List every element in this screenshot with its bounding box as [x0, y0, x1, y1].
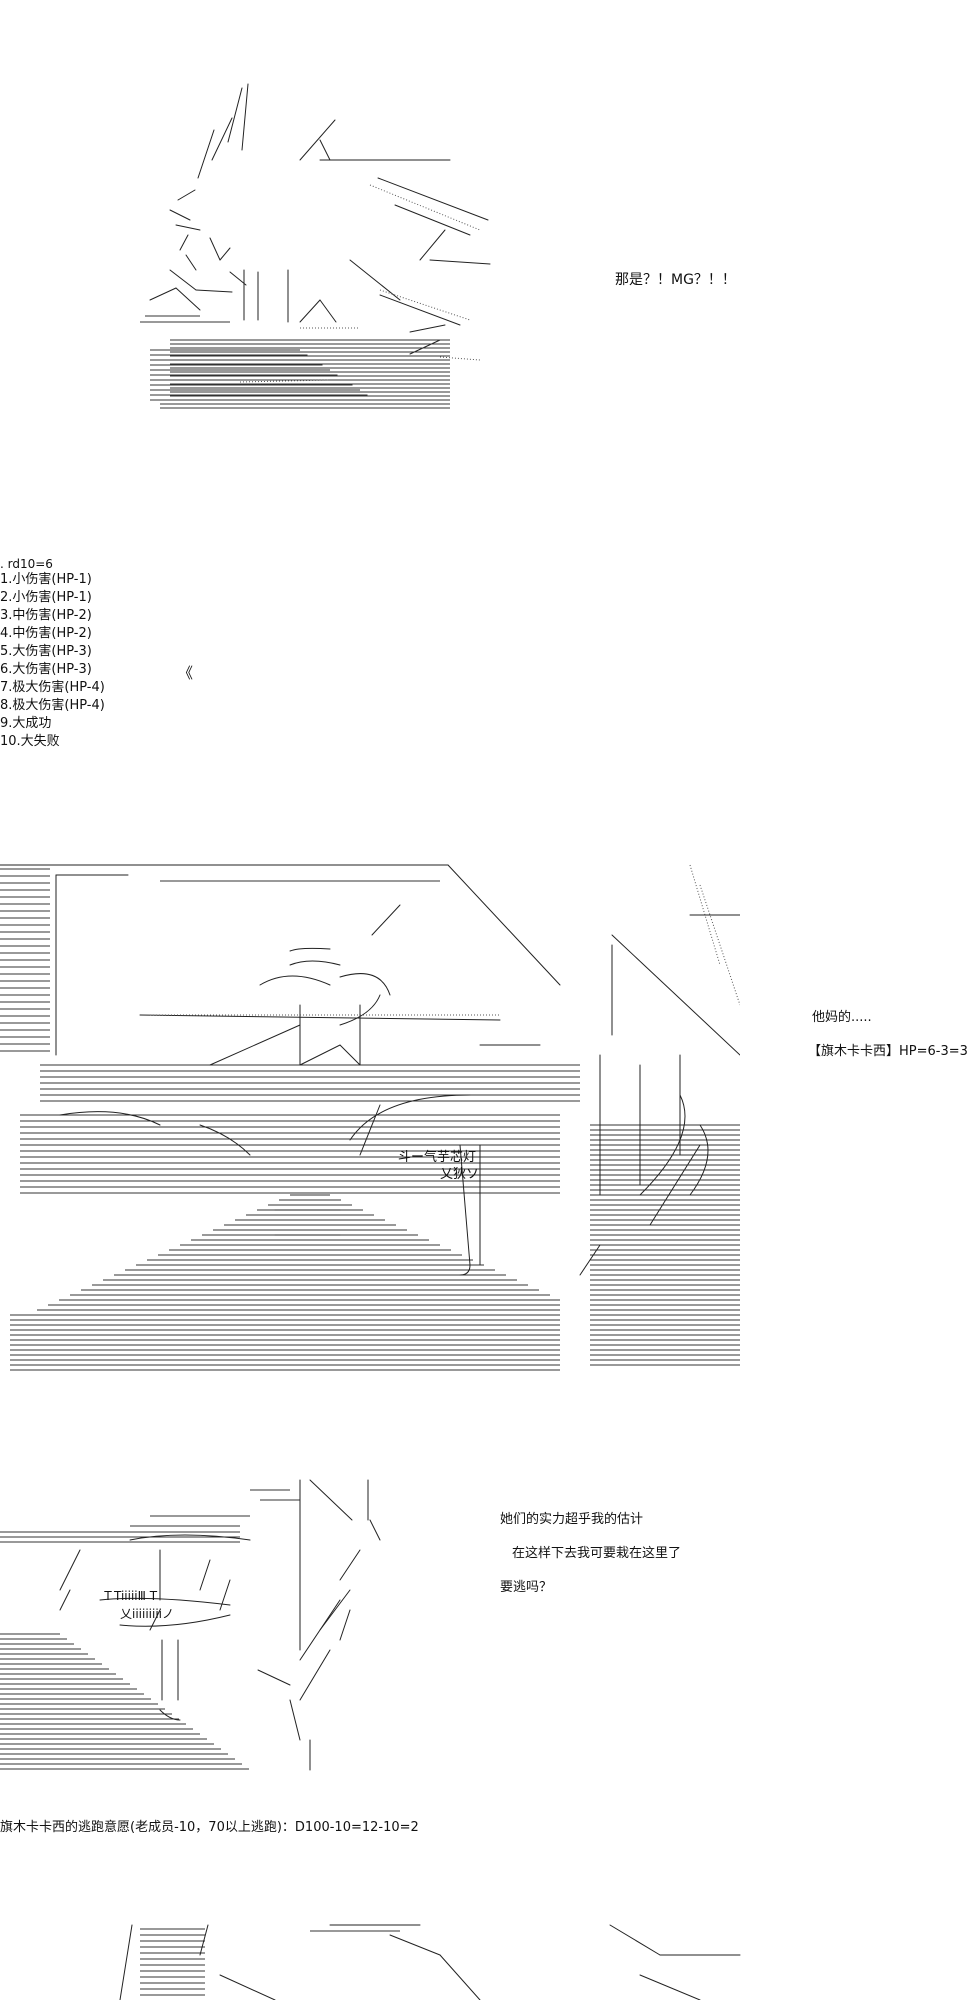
dice-outcome: 9.大成功	[0, 716, 52, 731]
monologue-line: 要逃吗？	[500, 1580, 553, 1595]
art-embedded-glyphs: 斗ー气芋芯灯	[398, 1150, 477, 1165]
panel-2-speed-lines	[150, 864, 740, 1016]
dice-result-marker: 《	[178, 664, 194, 682]
art-embedded-glyphs: 乂iiiiiiiiiノ	[120, 1607, 175, 1621]
monologue-line: 在这样下去我可要栽在这里了	[512, 1546, 682, 1561]
panel-1-ascii-art	[0, 60, 600, 410]
panel-4-partial-art	[119, 1924, 741, 2000]
panel-3-ascii-art: ＴTiiiiiⅢ T 乂iiiiiiiiiノ	[0, 1470, 420, 1800]
dice-outcome: 8.极大伤害(HP-4)	[0, 698, 105, 713]
dice-outcome: 4.中伤害(HP-2)	[0, 626, 92, 641]
monologue-line: 她们的实力超乎我的估计	[500, 1512, 644, 1527]
escape-roll-result: 旗木卡卡西的逃跑意愿(老成员-10，70以上逃跑)：D100-10=12-10=…	[0, 1820, 419, 1835]
ninja-thinking-art	[59, 1479, 381, 1771]
dice-outcome: 2.小伤害(HP-1)	[0, 590, 92, 605]
dice-outcome: 7.极大伤害(HP-4)	[0, 680, 105, 695]
panel-2-hatching	[0, 868, 740, 1371]
panel-3-monologue: 她们的实力超乎我的估计 在这样下去我可要栽在这里了 要逃吗？	[500, 1512, 681, 1596]
dice-outcome: 1.小伤害(HP-1)	[0, 572, 92, 587]
dice-outcome: 6.大伤害(HP-3)	[0, 662, 92, 677]
panel-2-hp-status: 【旗木卡卡西】HP=6-3=3	[808, 1044, 968, 1059]
dice-roll-header: . rd10=6	[0, 557, 53, 571]
panel-1-hatching	[140, 315, 450, 409]
dice-outcome-list: 1.小伤害(HP-1) 2.小伤害(HP-1) 3.中伤害(HP-2) 4.中伤…	[0, 571, 105, 751]
art-embedded-glyphs: ＴTiiiiiⅢ T	[102, 1589, 158, 1603]
dice-table: . rd10=6 1.小伤害(HP-1) 2.小伤害(HP-1) 3.中伤害(H…	[0, 557, 105, 751]
panel-2-ascii-art: 斗ー气芋芯灯 乂狄ソ	[0, 855, 740, 1375]
panel-4-ascii-art	[0, 1915, 760, 2000]
spiky-hair-figure-art	[149, 83, 491, 355]
panel-1-dialogue: 那是？！MG？！！	[615, 272, 736, 288]
panel-2-dialogue: 他妈的.....	[812, 1010, 872, 1025]
dice-outcome: 5.大伤害(HP-3)	[0, 644, 92, 659]
panel-1-speed-lines	[239, 184, 481, 383]
ninja-reaction-art	[0, 864, 740, 1276]
panel-4-hatching	[140, 1928, 400, 1996]
art-embedded-glyphs: 乂狄ソ	[440, 1167, 480, 1182]
dice-outcome: 3.中伤害(HP-2)	[0, 608, 92, 623]
dice-outcome: 10.大失败	[0, 734, 60, 749]
panel-3-hatching	[0, 1489, 300, 1770]
